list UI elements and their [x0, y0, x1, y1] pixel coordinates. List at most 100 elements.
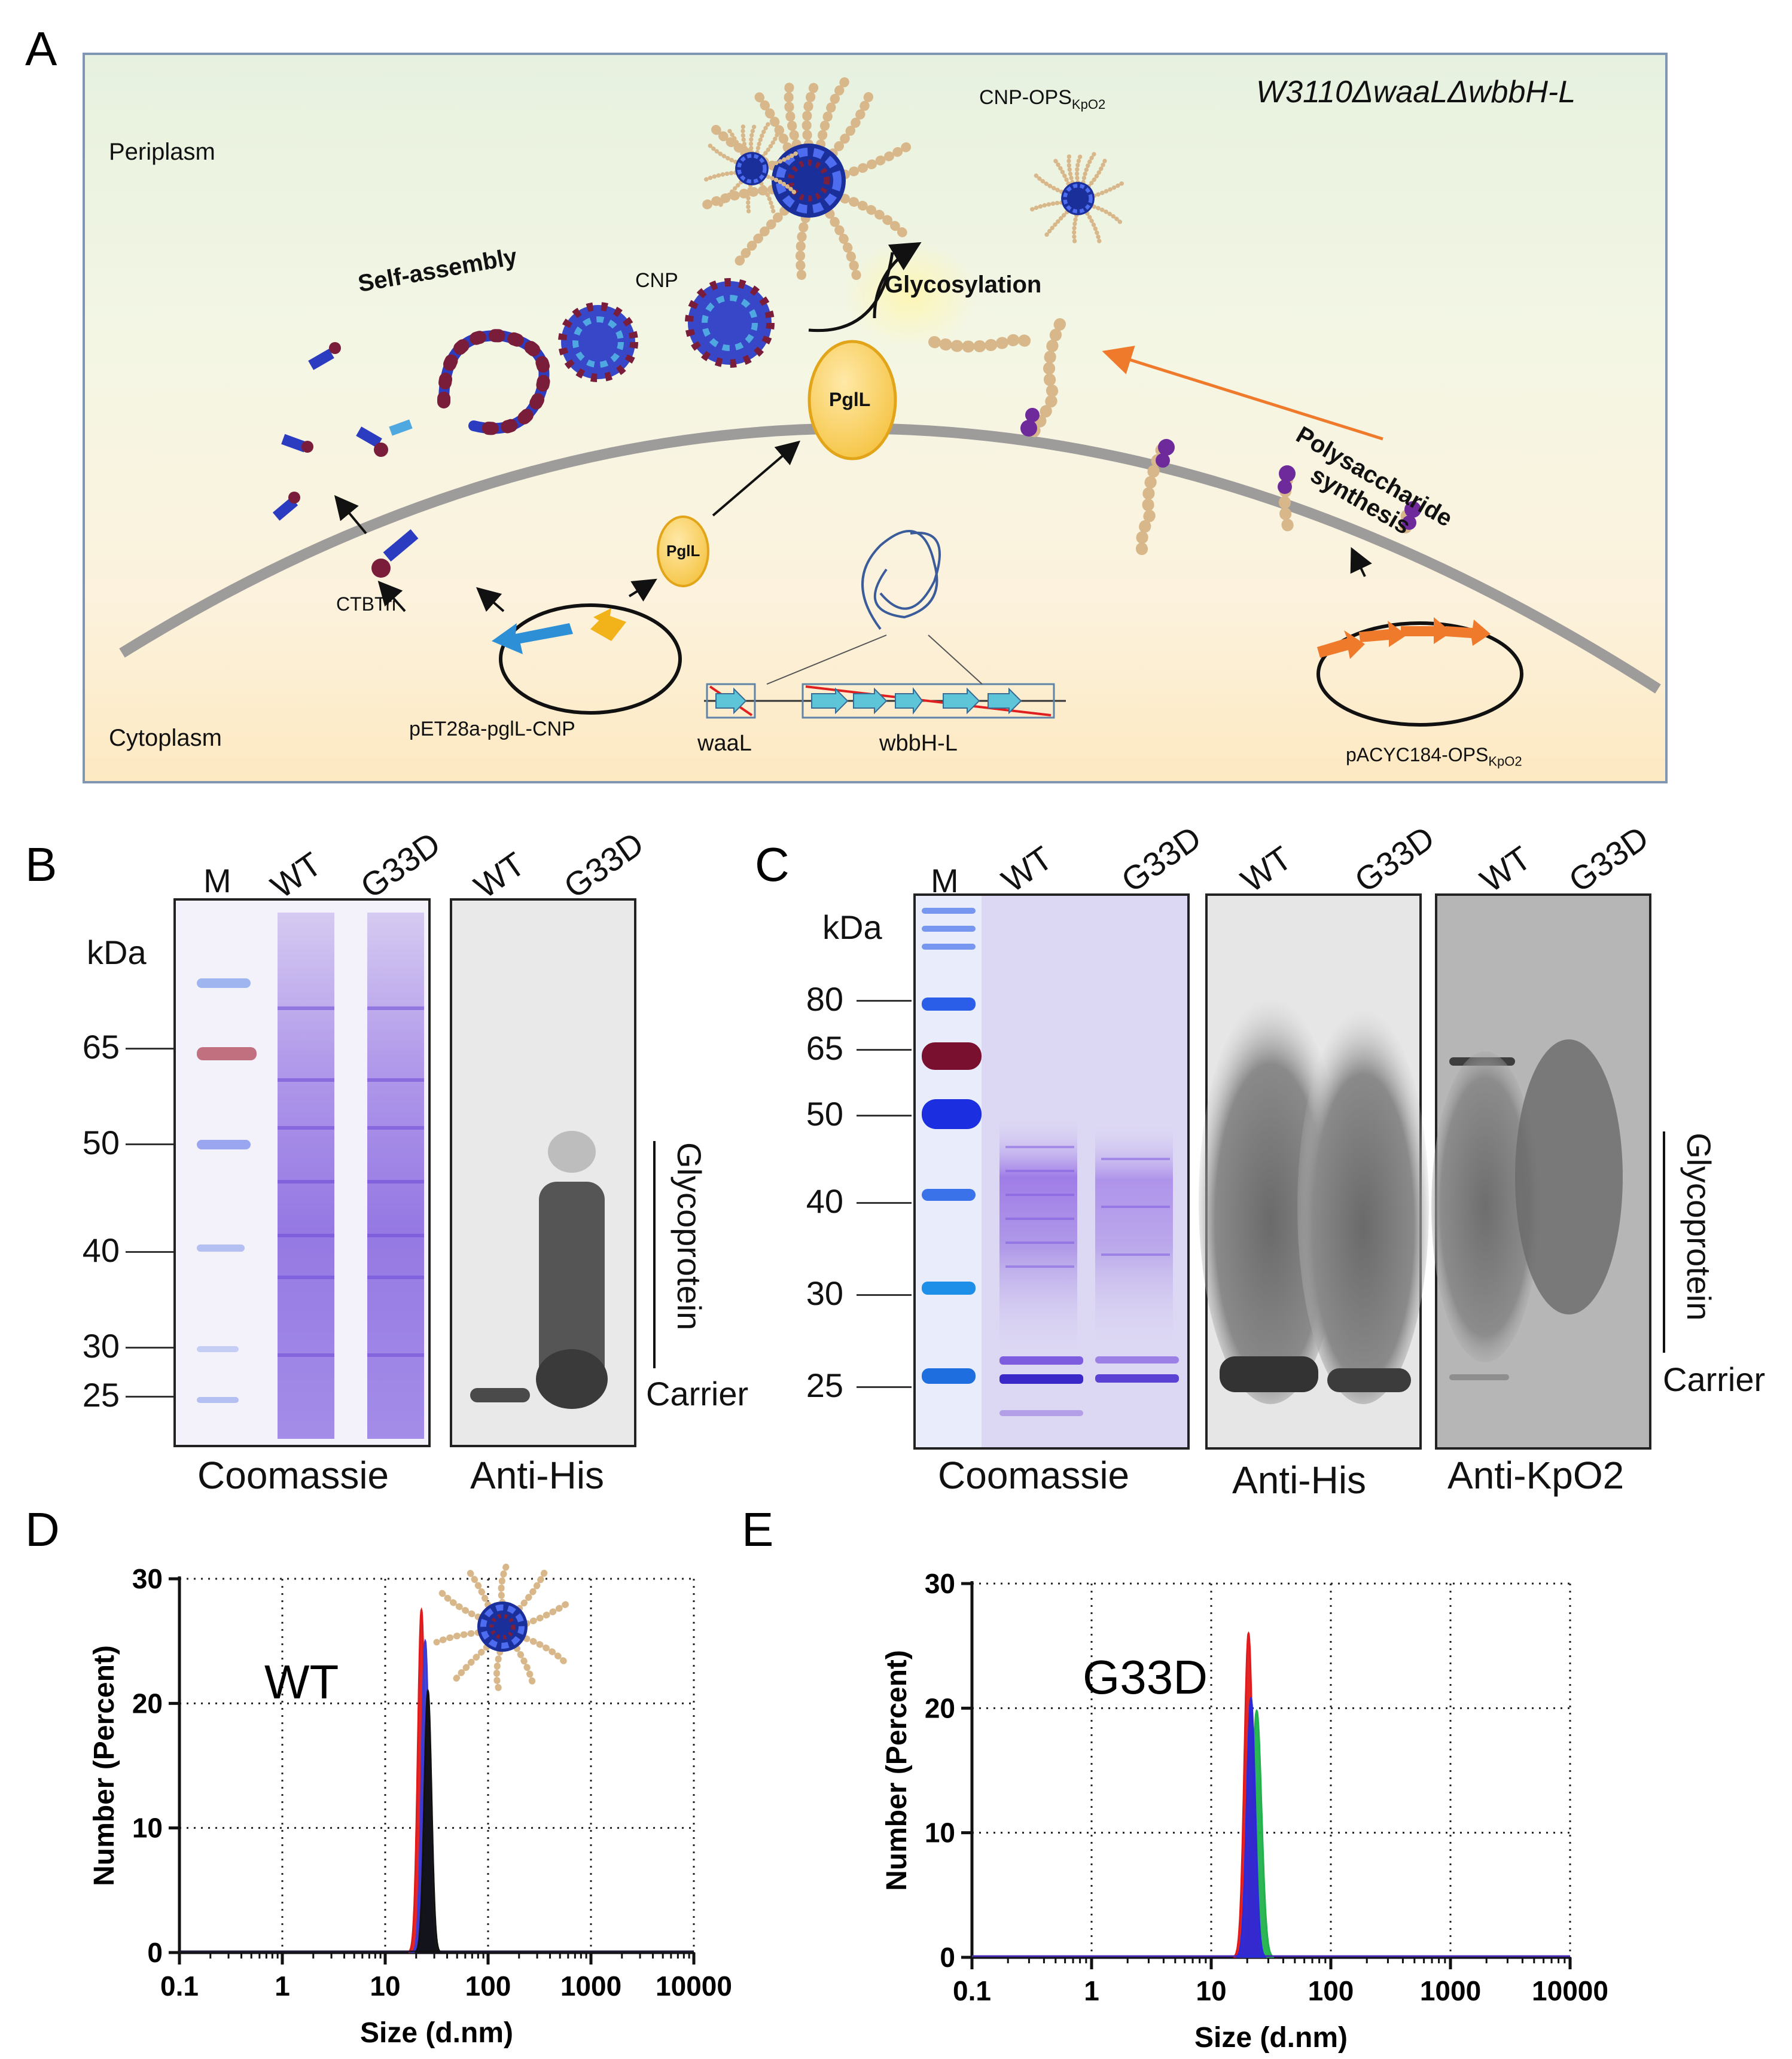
marker-50-b: 50	[82, 1124, 120, 1161]
lane-label-g33d: G33D	[353, 824, 447, 906]
x-axis-label: Size (d.nm)	[1194, 2022, 1348, 2054]
antikpo2-blot-c	[1431, 893, 1651, 1450]
antihis-blot-c	[1199, 893, 1429, 1450]
cnp-ops-label: CNP-OPSKpO2	[979, 86, 1106, 112]
glycoprotein-label-c: Glycoprotein	[1680, 1133, 1718, 1321]
ops-gene-arrows	[1317, 617, 1491, 659]
marker-30-b: 30	[82, 1327, 120, 1365]
x-tick-label: 1	[275, 1970, 290, 2002]
lane-label-m: M	[203, 862, 231, 899]
y-tick-label: 10	[925, 1817, 955, 1848]
antihis-blot-b	[450, 898, 636, 1447]
y-axis-label: Number (Percent)	[881, 1650, 913, 1891]
kda-label-c: kDa	[822, 908, 882, 946]
pgll-large	[807, 340, 897, 460]
panel-letter-b: B	[25, 838, 57, 891]
pacyc-label: pACYC184-OPSKpO2	[1346, 744, 1522, 769]
x-tick-label: 10	[370, 1970, 400, 2002]
antikpo2-caption-c: Anti-KpO2	[1447, 1454, 1625, 1497]
y-tick-label: 20	[925, 1692, 955, 1724]
lane-label-m-c: M	[931, 862, 959, 899]
marker-40-b: 40	[82, 1231, 120, 1269]
lane-label-g33d-c: G33D	[1114, 818, 1208, 900]
antihis-caption-b: Anti-His	[470, 1454, 605, 1497]
series-peak-2	[1235, 1696, 1267, 1958]
wbbhl-label: wbbH-L	[879, 731, 958, 756]
cnp-particle-1	[558, 302, 638, 382]
wbbh-gene-arrows	[715, 687, 1022, 715]
glycosylation-label: Glycosylation	[885, 272, 1042, 298]
lane-label-wt-c: WT	[995, 838, 1059, 900]
lane-label-g33d-blot: G33D	[557, 824, 651, 906]
marker-80-c: 80	[806, 980, 843, 1018]
synthesis-arrow	[1102, 346, 1383, 441]
marker-40-c: 40	[806, 1182, 843, 1220]
cnp-ops-inset-icon	[433, 1563, 572, 1693]
lane-label-wt: WT	[264, 844, 328, 906]
undecaprenyl-lipids	[1020, 408, 1421, 530]
cnp-particle-2	[685, 278, 775, 368]
self-assembly-spiral	[437, 329, 551, 435]
pgll-large-label: PglL	[829, 389, 871, 410]
pgll-small-label: PglL	[666, 542, 700, 560]
glycosylation-arrow	[873, 242, 922, 319]
strain-label: W3110ΔwaaLΔwbbH-L	[1256, 75, 1576, 109]
coomassie-gel-b-bands	[197, 913, 424, 1439]
chart-annotation: G33D	[1083, 1651, 1208, 1704]
x-tick-label: 1	[1084, 1975, 1099, 2006]
lane-label-wt-kpo2: WT	[1473, 838, 1538, 900]
x-tick-label: 1000	[560, 1970, 621, 2002]
series-peak-2	[415, 1688, 441, 1953]
pet28a-label: pET28a-pglL-CNP	[409, 718, 575, 740]
y-tick-label: 10	[132, 1813, 163, 1844]
antikpo2-blot-c-bands	[1431, 1039, 1623, 1380]
marker-25-b: 25	[82, 1376, 120, 1414]
ctbtri-monomer	[371, 529, 419, 578]
lane-label-g33d-his: G33D	[1348, 818, 1441, 900]
cnp-ops-particle-left	[706, 123, 798, 215]
coomassie-caption-b: Coomassie	[197, 1454, 389, 1497]
marker-65-c: 65	[806, 1029, 843, 1067]
marker-50-c: 50	[806, 1095, 843, 1133]
y-tick-label: 30	[925, 1568, 955, 1599]
cytoplasm-label: Cytoplasm	[109, 725, 222, 751]
lane-label-wt-his: WT	[1234, 838, 1299, 900]
monomer-fragments	[272, 342, 413, 521]
x-tick-label: 0.1	[160, 1970, 199, 2002]
periplasm-label: Periplasm	[109, 139, 215, 165]
ctbtri-label: CTBTri	[336, 593, 397, 615]
kda-label-b: kDa	[87, 934, 147, 971]
antihis-blot-b-bands	[470, 1131, 608, 1409]
lane-label-wt-blot: WT	[467, 844, 532, 906]
membrane-arc	[119, 423, 1661, 694]
y-axis-label: Number (Percent)	[89, 1645, 120, 1886]
y-tick-label: 20	[132, 1688, 163, 1719]
panel-letter-d: D	[25, 1503, 60, 1556]
carrier-label-c: Carrier	[1663, 1361, 1766, 1398]
lane-label-g33d-kpo2: G33D	[1562, 818, 1656, 900]
x-tick-label: 10000	[1532, 1975, 1608, 2006]
cnp-gene-arrow	[492, 623, 573, 654]
carrier-label-b: Carrier	[646, 1375, 749, 1413]
marker-25-c: 25	[806, 1366, 843, 1404]
panel-letter-a: A	[25, 22, 57, 75]
coomassie-gel-c-bands	[916, 896, 1179, 1447]
y-tick-label: 0	[940, 1942, 955, 1973]
coomassie-caption-c: Coomassie	[938, 1454, 1130, 1497]
x-tick-label: 1000	[1420, 1975, 1481, 2006]
panel-letter-e: E	[742, 1503, 774, 1556]
cnp-ops-particle-right	[1032, 153, 1124, 245]
pgll-small	[657, 515, 709, 587]
pgll-gene-arrow	[590, 614, 626, 641]
y-tick-label: 0	[147, 1937, 163, 1968]
plasmid-pacyc	[1316, 621, 1523, 727]
waal-label: waaL	[697, 731, 752, 756]
panel-letter-c: C	[755, 838, 790, 891]
coomassie-gel-c	[913, 893, 1190, 1450]
x-tick-label: 100	[1308, 1975, 1354, 2006]
x-tick-label: 100	[465, 1970, 511, 2002]
marker-30-c: 30	[806, 1274, 843, 1312]
x-tick-label: 10000	[656, 1970, 732, 2002]
